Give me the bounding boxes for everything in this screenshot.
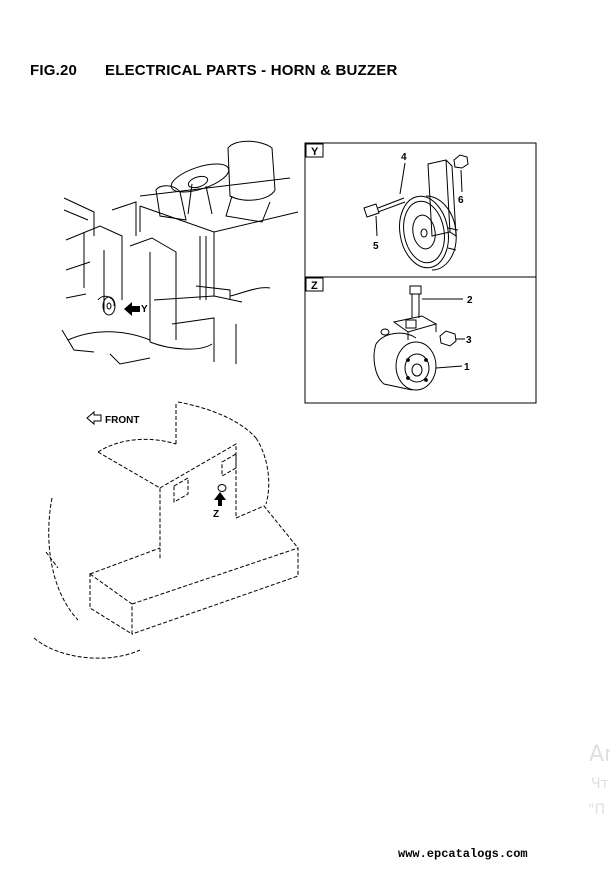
watermark-line2: Чт <box>591 776 609 792</box>
callout-2: 2 <box>467 295 473 306</box>
figure-caption: ELECTRICAL PARTS - HORN & BUZZER <box>105 62 398 79</box>
footer-url[interactable]: www.epcatalogs.com <box>398 847 528 861</box>
inset-frame <box>304 142 537 404</box>
figure-number: FIG.20 <box>30 62 78 79</box>
view-z-arrow <box>214 484 227 506</box>
callout-6: 6 <box>458 195 464 206</box>
watermark-line3: "П <box>588 802 605 818</box>
view-z-label: Z <box>311 280 318 292</box>
view-y-label: Y <box>311 146 319 158</box>
buzzer-drawing <box>373 285 465 391</box>
horn-drawing <box>363 154 469 271</box>
callout-4: 4 <box>401 152 407 163</box>
arrow-y-label: Y <box>141 304 148 315</box>
callout-5: 5 <box>373 241 379 252</box>
view-y-arrow <box>124 302 140 316</box>
front-label: FRONT <box>105 415 139 426</box>
callout-3: 3 <box>466 335 472 346</box>
watermark-line1: Ar <box>589 742 610 767</box>
arrow-z-label: Z <box>213 509 219 520</box>
truck-front-sketch <box>33 401 299 659</box>
callout-1: 1 <box>464 362 470 373</box>
front-arrow <box>86 410 102 426</box>
dashboard-sketch <box>61 140 299 365</box>
